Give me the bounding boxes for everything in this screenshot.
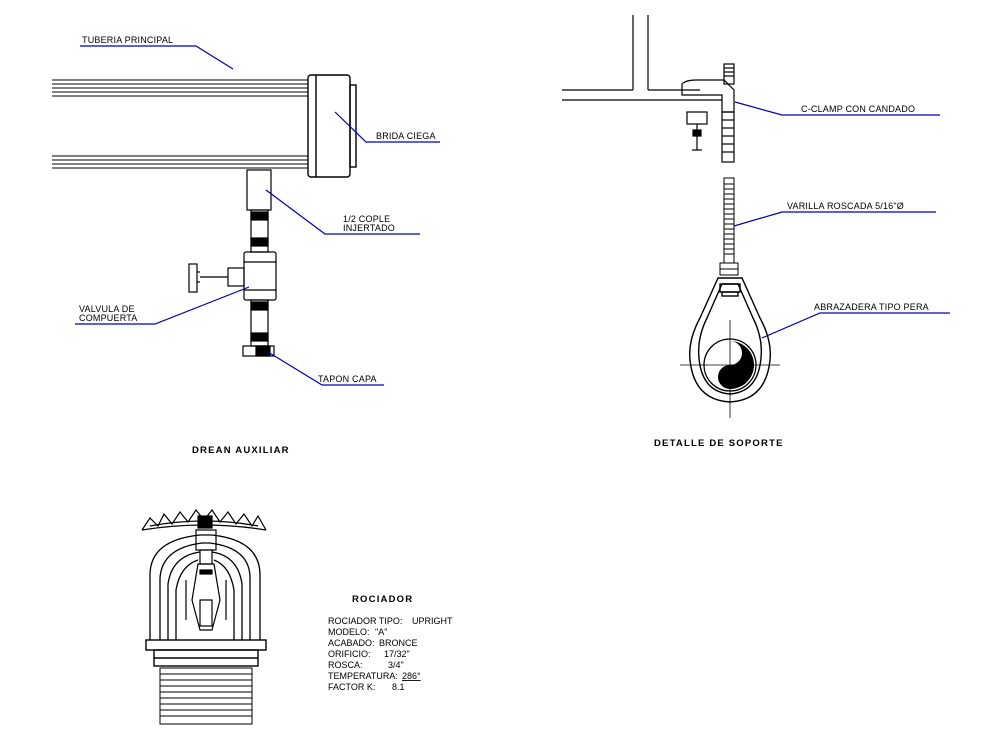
lower-nipple [250,299,269,347]
c-clamp [681,63,735,163]
sprinkler-spec-list: ROCIADOR TIPO: UPRIGHT MODELO: "A" ACABA… [328,616,453,692]
sprinkler-threads [159,667,253,725]
cap [242,345,275,357]
spec-value: 8.1 [392,682,405,692]
label-gate-valve-line1: VALVULA DE [79,304,135,314]
steel-beam [562,15,722,101]
spec-value: 17/32" [384,649,410,659]
sprinkler-detail: ROCIADOR ROCIADOR TIPO: UPRIGHT MODELO: … [141,508,453,725]
spec-value: "A" [375,627,387,637]
label-coupling-line2: INJERTADO [343,223,395,233]
sprinkler-deflector [141,508,267,531]
spec-value: 3/4" [388,660,404,670]
label-coupling-line1: 1/2 COPLE [343,214,390,224]
sprinkler-body [145,639,267,667]
label-gate-valve-line2: COMPUERTA [79,313,137,323]
spec-key: ROSCA: [328,660,363,670]
label-threaded-rod: VARILLA ROSCADA 5/16"Ø [787,201,904,211]
upper-nipple [250,209,269,253]
sprinkler-frame [149,534,261,640]
spec-key: TEMPERATURA: [328,671,398,681]
support-detail: C-CLAMP CON CANDADO VARILLA ROSCADA 5/16… [562,15,950,449]
coupling-stem [246,169,272,211]
spec-value: BRONCE [379,638,418,648]
spec-key: ACABADO: [328,638,375,648]
label-cap: TAPON CAPA [318,374,377,384]
support-leader-lines [733,101,950,339]
spec-key: MODELO: [328,627,370,637]
label-main-pipe: TUBERIA PRINCIPAL [82,35,173,45]
spec-value: 286° [402,671,421,681]
spec-value: UPRIGHT [412,616,453,626]
sprinkler-bulb-yoke [185,529,227,631]
main-pipe [52,79,308,169]
spec-key: ROCIADOR TIPO: [328,616,402,626]
drain-title: DREAN AUXILIAR [192,445,290,456]
label-c-clamp: C-CLAMP CON CANDADO [801,104,915,114]
threaded-rod [719,177,739,276]
gate-valve [188,251,277,301]
spec-key: FACTOR K: [328,682,375,692]
sprinkler-title: ROCIADOR [352,594,413,605]
auxiliary-drain-detail: TUBERIA PRINCIPAL BRIDA CIEGA 1/2 COPLE … [52,35,440,456]
spec-key: ORIFICIO: [328,649,371,659]
label-blind-flange: BRIDA CIEGA [376,131,436,141]
drain-leader-lines [75,45,440,386]
label-pear-clamp: ABRAZADERA TIPO PERA [814,302,929,312]
pipe-section [680,320,780,418]
support-title: DETALLE DE SOPORTE [654,438,784,449]
